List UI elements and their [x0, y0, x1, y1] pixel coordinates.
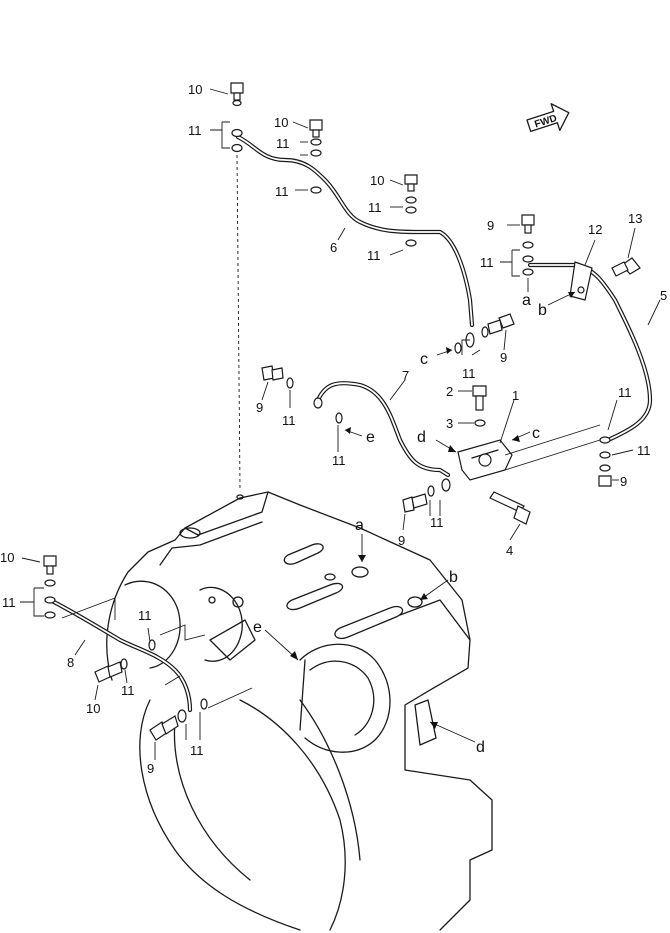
label-11-lower-a: 11 [121, 683, 135, 698]
pipe-7 [315, 381, 451, 478]
label-5: 5 [660, 288, 667, 303]
label-11-third: 11 [275, 184, 289, 199]
ref-c-pipe6: c [420, 351, 428, 368]
ref-d-housing: d [476, 739, 485, 756]
label-13: 13 [628, 211, 642, 226]
label-11-mid: 11 [462, 366, 476, 381]
ref-a-pipe5: a [522, 292, 531, 309]
label-9-mid: 9 [500, 350, 507, 365]
ref-c-bracket: c [532, 425, 540, 442]
label-11-fifth: 11 [367, 248, 381, 263]
label-8: 8 [67, 655, 74, 670]
label-11-bottom: 11 [430, 515, 444, 530]
label-10-third: 10 [370, 173, 384, 188]
label-3: 3 [446, 416, 453, 431]
ref-b-housing: b [449, 569, 458, 586]
label-10-top: 10 [188, 82, 202, 97]
label-11-left: 11 [282, 413, 296, 428]
label-10-second: 10 [274, 115, 288, 130]
ref-a-housing: a [355, 517, 364, 534]
label-11-second: 11 [276, 136, 290, 151]
fwd-label: FWD [533, 113, 558, 131]
part-number-labels: 10 11 10 11 11 10 11 11 6 9 11 12 13 5 9… [0, 82, 667, 776]
label-10-lower: 10 [86, 701, 100, 716]
ref-e-housing: e [253, 619, 262, 636]
label-9-lower: 9 [147, 761, 154, 776]
connection-arrows [264, 278, 576, 743]
pipe-5 [527, 262, 653, 443]
label-6: 6 [330, 240, 337, 255]
label-2: 2 [446, 384, 453, 399]
label-7: 7 [402, 368, 409, 383]
label-12: 12 [588, 222, 602, 237]
fwd-arrow-badge: FWD [526, 103, 570, 133]
bracket-1 [457, 424, 601, 481]
label-9-top: 9 [487, 218, 494, 233]
connection-letters: a b c e d c a b e d [253, 292, 547, 756]
pipe-6 [235, 134, 475, 328]
label-9-bottom: 9 [398, 533, 405, 548]
label-11-right: 11 [480, 255, 494, 270]
label-11-far-right: 11 [618, 385, 632, 400]
label-11-pipe7: 11 [332, 453, 346, 468]
label-9-far-right: 9 [620, 474, 627, 489]
ref-b-pipe5: b [538, 302, 547, 319]
pipe-8 [47, 597, 193, 713]
bracket-12 [569, 261, 593, 301]
transmission-housing [106, 491, 493, 931]
leader-lines [20, 88, 661, 760]
label-11-lower-b: 11 [190, 743, 204, 758]
label-11-far-right-2: 11 [637, 443, 651, 458]
fasteners [43, 82, 641, 741]
ref-d-bracket: d [417, 429, 426, 446]
label-11-fourth: 11 [368, 200, 382, 215]
label-1: 1 [512, 388, 519, 403]
label-10-lower-left: 10 [0, 550, 14, 565]
label-4: 4 [506, 543, 513, 558]
label-11-top: 11 [188, 123, 202, 138]
label-9-left: 9 [256, 400, 263, 415]
label-11-lower-left: 11 [2, 595, 16, 610]
label-11-lower-mid: 11 [138, 608, 152, 623]
ref-e-pipe7: e [366, 429, 375, 446]
